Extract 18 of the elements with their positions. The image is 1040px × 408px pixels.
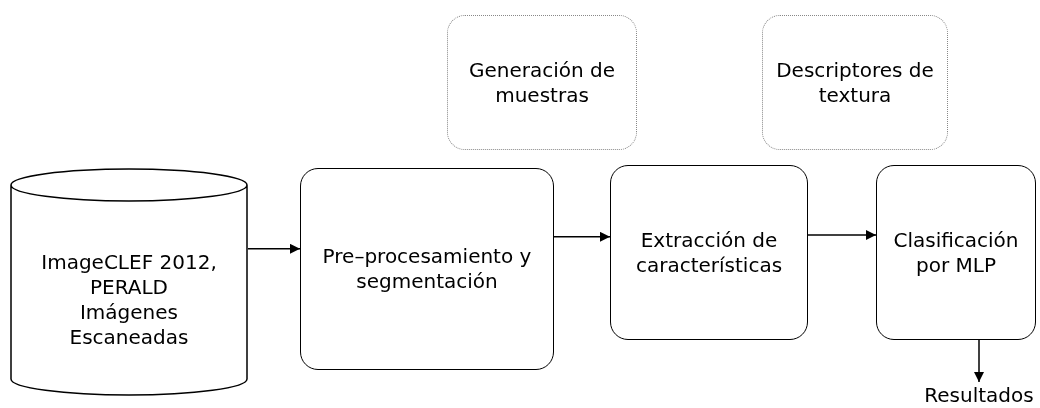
output-label: Resultados bbox=[924, 382, 1034, 408]
database-cylinder bbox=[10, 168, 248, 396]
arrow bbox=[974, 339, 984, 383]
arrow bbox=[807, 230, 877, 240]
process-box bbox=[300, 168, 554, 370]
node-label: Generación de muestras bbox=[467, 57, 617, 108]
node-label: Extracción de características bbox=[634, 227, 784, 278]
process-box bbox=[610, 165, 808, 340]
node-label: Descriptores de textura bbox=[775, 57, 935, 108]
node-label: Pre–procesamiento y segmentación bbox=[321, 244, 533, 294]
node-sublabel: Imágenes Escaneadas bbox=[68, 300, 190, 350]
node-label: ImageCLEF 2012, PERALD bbox=[40, 250, 218, 300]
auxiliary-box bbox=[447, 15, 637, 150]
process-box bbox=[876, 165, 1036, 340]
arrow bbox=[247, 243, 301, 254]
arrow bbox=[553, 231, 611, 242]
node-label: Clasificación por MLP bbox=[892, 227, 1020, 278]
auxiliary-box bbox=[762, 15, 948, 150]
